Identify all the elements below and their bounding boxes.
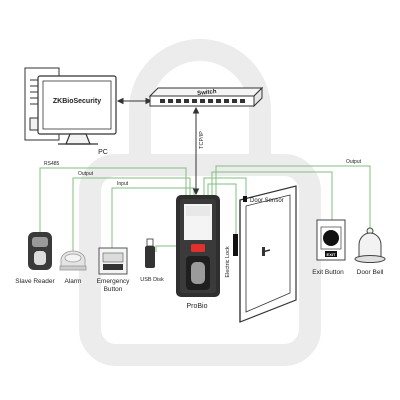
emergency-button: Emergency Button [97,247,131,293]
rs485-label: RS485 [44,161,60,167]
door-bell: Door Bell [354,227,386,276]
wire-input-emergency [111,187,195,248]
pc-caption: PC [98,149,108,156]
exit-button-icon [316,219,346,261]
wire-usb [155,245,176,252]
slave-reader: Slave Reader [15,232,56,285]
usb-disk: USB Disk [140,238,164,283]
wire-exit-button [211,171,333,220]
usb-disk-icon [145,238,155,268]
switch: Switch [148,86,264,108]
door-bell-label: Door Bell [357,269,384,276]
probio-device: ProBio [176,195,220,310]
wire-output-alarm [72,177,191,252]
emergency-button-label-line2: Button [104,286,123,293]
door-bell-icon [354,227,386,263]
wire-door-bell [215,165,371,228]
wire-electric-lock [207,183,237,235]
emergency-button-icon [98,247,128,275]
network-link-pc [116,97,153,105]
usb-disk-label: USB Disk [140,277,164,283]
wire-door-sensor [203,177,247,198]
output-bell-label: Output [346,159,362,165]
slave-reader-icon [28,232,52,270]
probio-label: ProBio [186,303,207,310]
monitor-icon [37,75,117,145]
exit-button: EXIT Exit Button [312,219,346,276]
alarm-label: Alarm [65,278,82,285]
door-sensor-label: Door Sensor [250,198,284,204]
electric-lock-label: Electric Lock [225,246,231,277]
alarm-icon [59,250,87,271]
door: Door Sensor Electric Lock [225,185,297,323]
pc-software-label: ZKBioSecurity [53,98,101,105]
network-link-device [192,106,200,196]
switch-label: Switch [197,89,217,97]
pc: ZKBioSecurity PC [24,67,117,156]
probio-terminal-icon [176,195,220,297]
output-alarm-label: Output [78,171,94,177]
electric-lock-icon [233,234,238,256]
door-sensor-icon [243,196,247,202]
emergency-button-label-line1: Emergency [97,278,131,285]
wire-rs485 [39,167,187,232]
switch-icon [148,86,264,108]
tcpip-label: TCP/IP [199,131,205,149]
door-icon [239,185,297,323]
slave-reader-label: Slave Reader [15,278,55,285]
input-emergency-label: Input [117,181,129,187]
alarm: Alarm [59,250,87,285]
exit-plate-label: EXIT [327,252,336,257]
exit-button-label: Exit Button [312,269,344,276]
